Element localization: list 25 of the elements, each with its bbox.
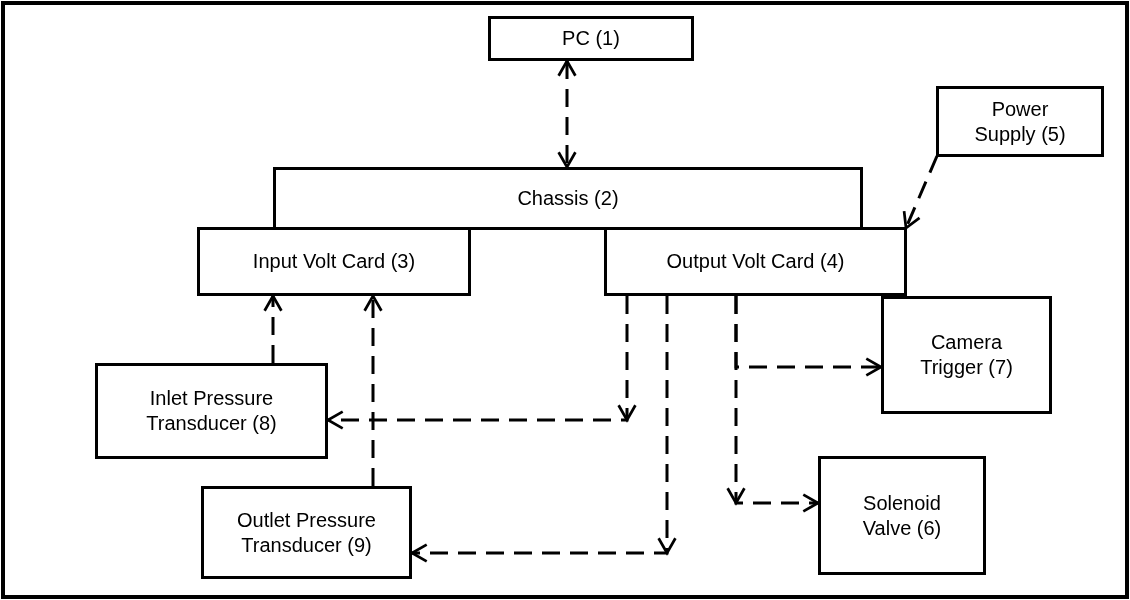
component-box [95, 363, 328, 459]
component-label: PC (1) [562, 26, 620, 51]
component-box [881, 296, 1052, 414]
dashed-arrow [902, 155, 939, 230]
dashed-arrow [412, 296, 677, 563]
component-box [201, 486, 412, 579]
component-box [488, 16, 694, 61]
component-label: Solenoid Valve (6) [861, 490, 943, 541]
component-label: Output Volt Card (4) [666, 249, 845, 274]
component-label: Power Supply (5) [973, 96, 1067, 147]
component-box [197, 227, 471, 296]
dashed-arrow [726, 296, 818, 513]
component-label: Outlet Pressure Transducer (9) [236, 507, 377, 558]
component-box [273, 167, 863, 230]
dashed-arrow [557, 59, 577, 169]
component-box [936, 86, 1104, 157]
component-label: Chassis (2) [517, 186, 619, 211]
component-box [818, 456, 986, 575]
component-label: Inlet Pressure Transducer (8) [145, 386, 278, 436]
dashed-arrow [263, 294, 283, 363]
dashed-arrow [328, 296, 637, 430]
component-box [604, 227, 907, 296]
component-label: Camera Trigger (7) [919, 330, 1014, 380]
dashed-arrow [363, 294, 383, 486]
component-label: Input Volt Card (3) [252, 249, 416, 274]
